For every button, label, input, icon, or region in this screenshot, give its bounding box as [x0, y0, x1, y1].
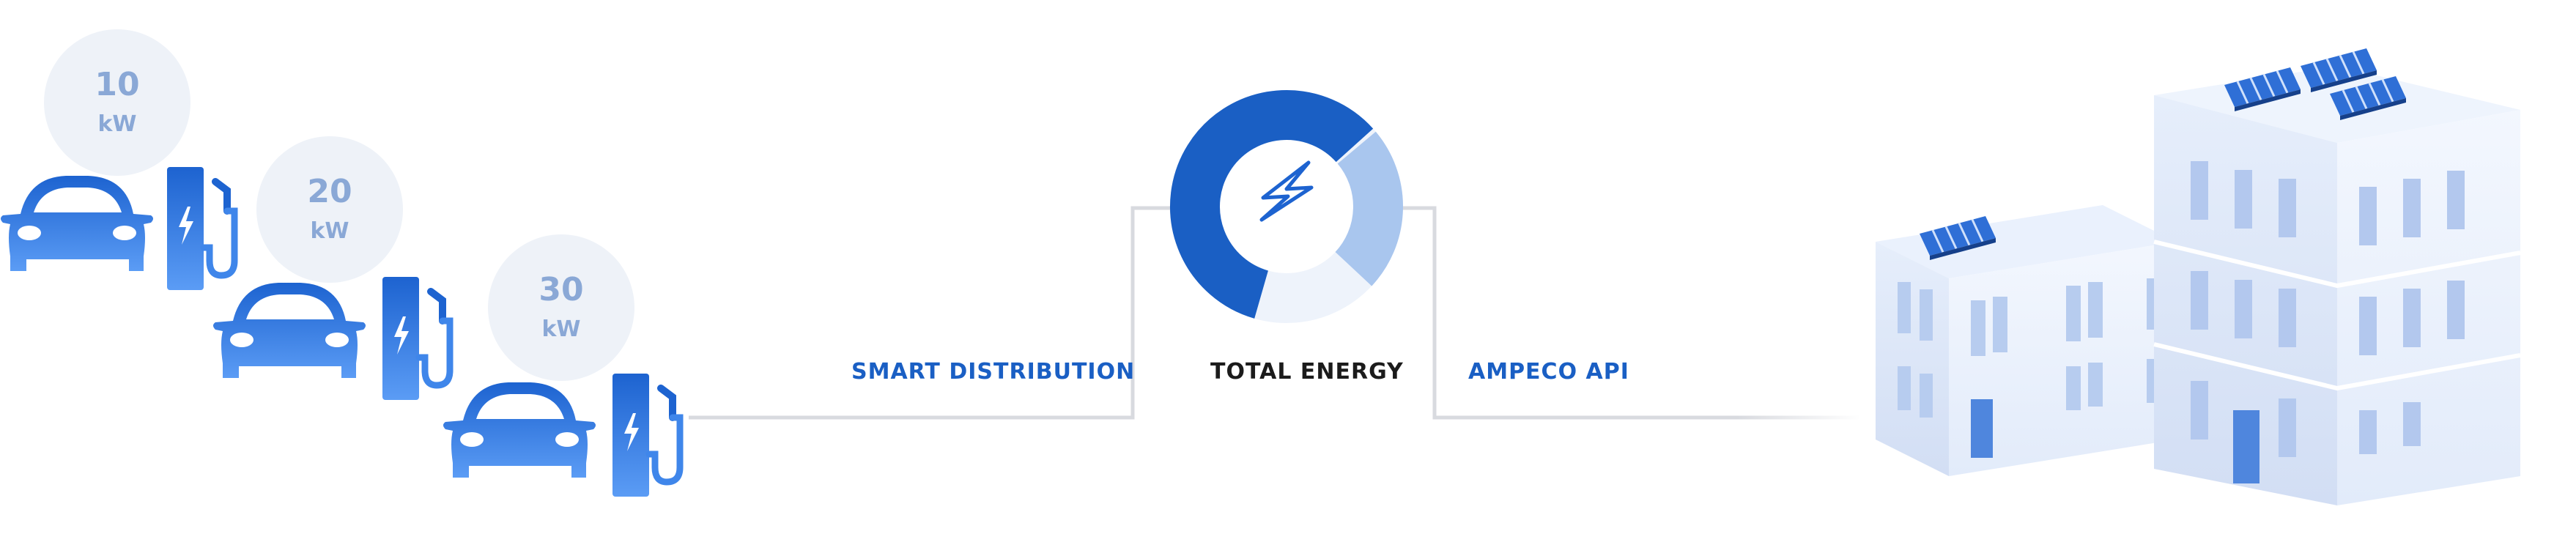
charger-icon	[167, 167, 234, 290]
kw-value: 20	[307, 172, 352, 210]
charger-icon	[612, 374, 680, 497]
charger-icon	[382, 277, 450, 400]
kw-value: 10	[95, 65, 140, 103]
donut-segment-secondary	[1334, 131, 1403, 286]
kw-bubble-10: 10 kW	[44, 29, 190, 176]
kw-value: 30	[538, 270, 584, 308]
lightning-icon	[1259, 160, 1314, 222]
building-icon	[1876, 66, 2521, 505]
kw-bubble-30: 30 kW	[488, 234, 634, 381]
total-energy-label: TOTAL ENERGY	[1210, 359, 1404, 385]
connector-line-left	[689, 206, 1209, 420]
ampeco-api-label: AMPECO API	[1468, 359, 1629, 385]
car-icon	[213, 283, 366, 378]
kw-bubble-20: 20 kW	[256, 136, 403, 283]
kw-unit: kW	[310, 218, 349, 244]
energy-donut	[1170, 90, 1403, 323]
connector-line-right	[1364, 206, 1861, 420]
car-icon	[1, 176, 153, 271]
smart-distribution-label: SMART DISTRIBUTION	[851, 359, 1136, 385]
kw-unit: kW	[97, 111, 137, 137]
car-icon	[443, 382, 596, 478]
donut-segment-primary	[1170, 90, 1374, 319]
kw-unit: kW	[541, 316, 581, 342]
